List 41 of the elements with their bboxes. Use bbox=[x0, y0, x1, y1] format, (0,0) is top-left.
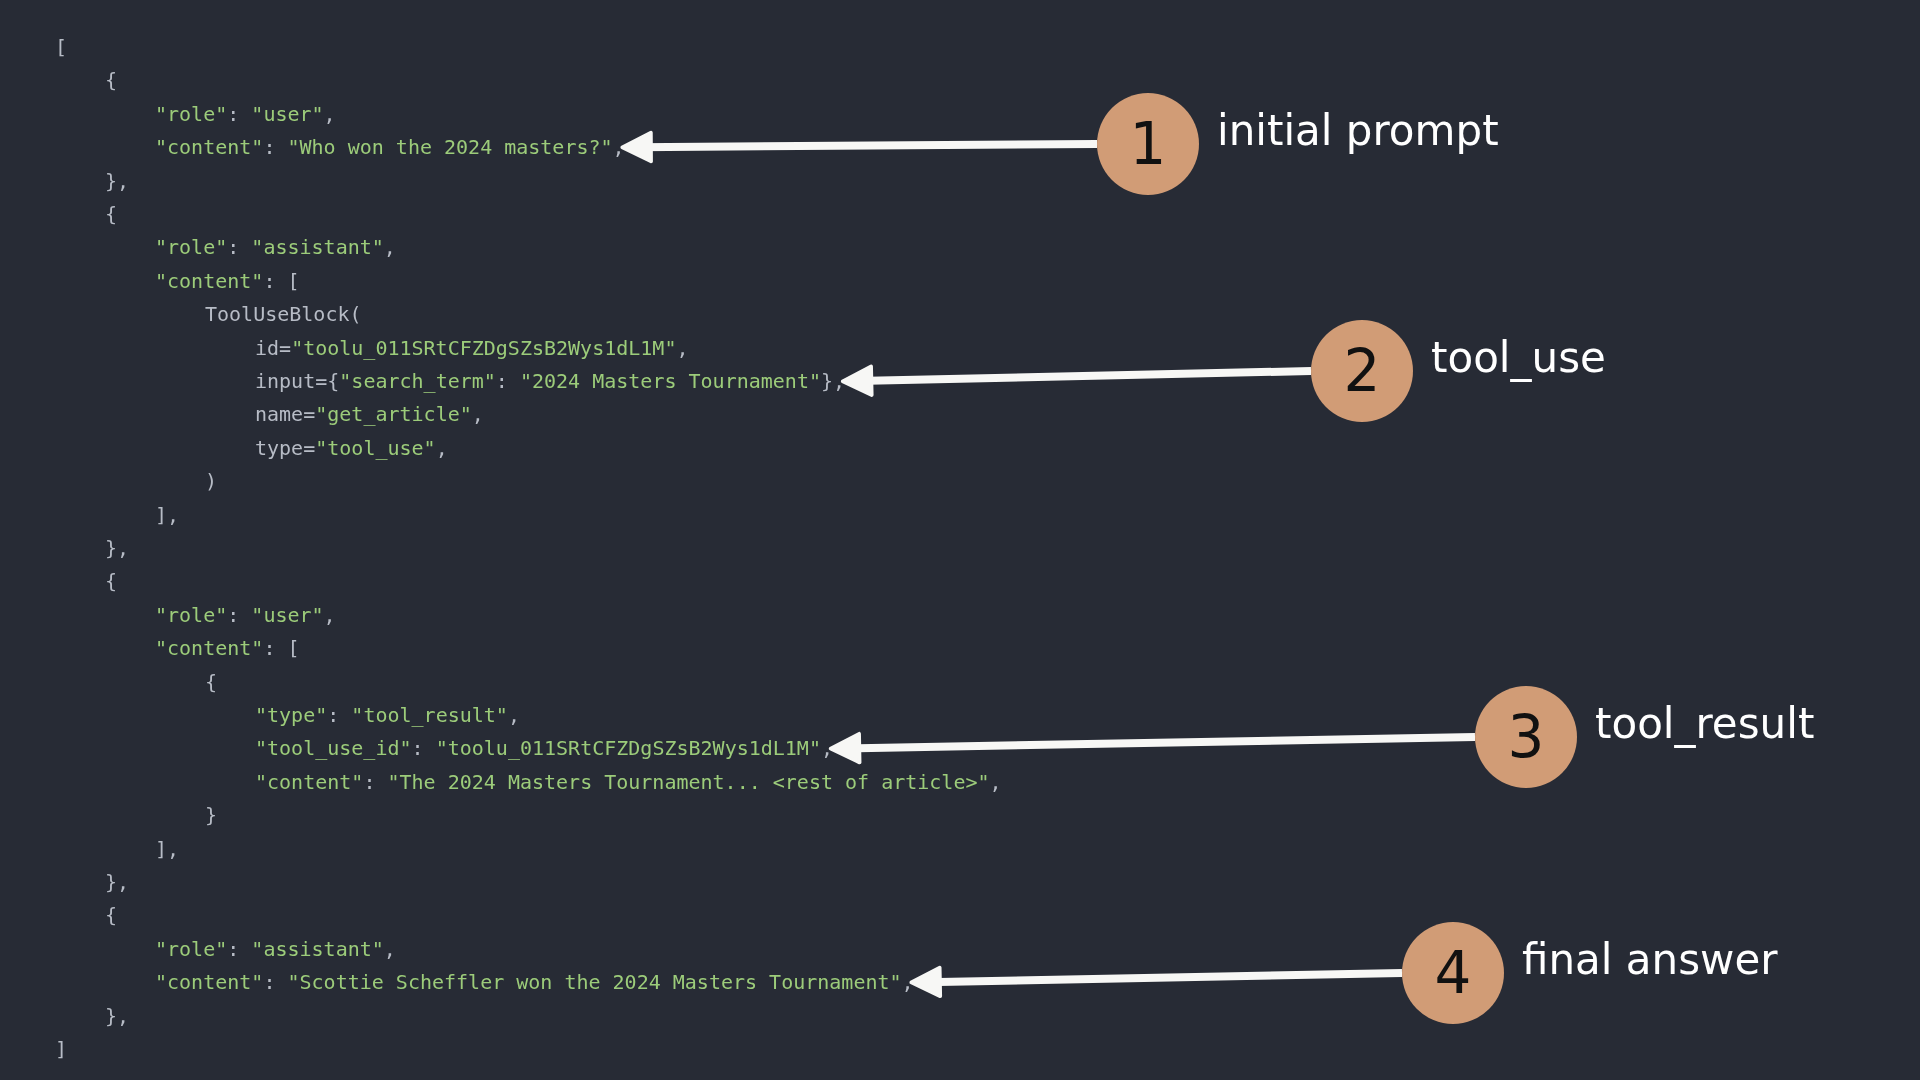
code-line: type="tool_use", bbox=[255, 435, 448, 460]
arrow bbox=[828, 731, 1476, 765]
code-line: "content": [ bbox=[155, 268, 300, 293]
code-line: ) bbox=[205, 469, 218, 494]
code-line: { bbox=[105, 202, 118, 226]
callout-number: 3 bbox=[1507, 708, 1545, 766]
code-line: { bbox=[105, 68, 118, 93]
code-line: name="get_article", bbox=[255, 402, 484, 427]
code-line: { bbox=[105, 569, 118, 594]
code-line: { bbox=[205, 669, 218, 694]
arrow bbox=[840, 364, 1312, 397]
code-line: "content": "Who won the 2024 masters?", bbox=[155, 135, 625, 160]
code-line: }, bbox=[105, 870, 130, 894]
code-line: input={"search_term": "2024 Masters Tournament"}, bbox=[255, 369, 846, 393]
code-line: "content": [ bbox=[155, 636, 300, 661]
code-line: }, bbox=[105, 168, 130, 193]
code-line: "content": "Scottie Scheffler won the 2024 Masters Tournament", bbox=[155, 970, 914, 995]
code-line: id="toolu_011SRtCFZDgSZsB2Wys1dL1M", bbox=[255, 335, 689, 360]
code-line: ], bbox=[155, 502, 180, 527]
code-line: "role": "user", bbox=[155, 602, 336, 627]
arrow bbox=[909, 965, 1403, 999]
code-line: "type": "tool_result", bbox=[255, 703, 520, 727]
code-line: ], bbox=[155, 836, 180, 861]
arrow bbox=[620, 130, 1098, 164]
code-line: "role": "assistant", bbox=[155, 235, 396, 260]
code-line: "content": "The 2024 Masters Tournament... <rest of article>", bbox=[255, 769, 1002, 794]
code-line: }, bbox=[105, 1003, 130, 1028]
code-line: } bbox=[205, 803, 218, 828]
code-line: [ bbox=[55, 35, 68, 59]
code-line: { bbox=[105, 903, 118, 928]
code-line: "role": "assistant", bbox=[155, 936, 396, 961]
callout-number: 2 bbox=[1343, 342, 1381, 400]
callout-number: 4 bbox=[1434, 944, 1472, 1002]
callout-label: final answer bbox=[1522, 939, 1778, 981]
code-line: "role": "user", bbox=[155, 101, 336, 126]
callout-number: 1 bbox=[1129, 115, 1167, 173]
code-line: ] bbox=[55, 1037, 68, 1061]
code-line: ToolUseBlock( bbox=[205, 302, 362, 327]
code-line: "tool_use_id": "toolu_011SRtCFZDgSZsB2Wys1dL1M", bbox=[255, 736, 833, 761]
callout-label: initial prompt bbox=[1217, 110, 1499, 152]
code-line: }, bbox=[105, 536, 130, 560]
